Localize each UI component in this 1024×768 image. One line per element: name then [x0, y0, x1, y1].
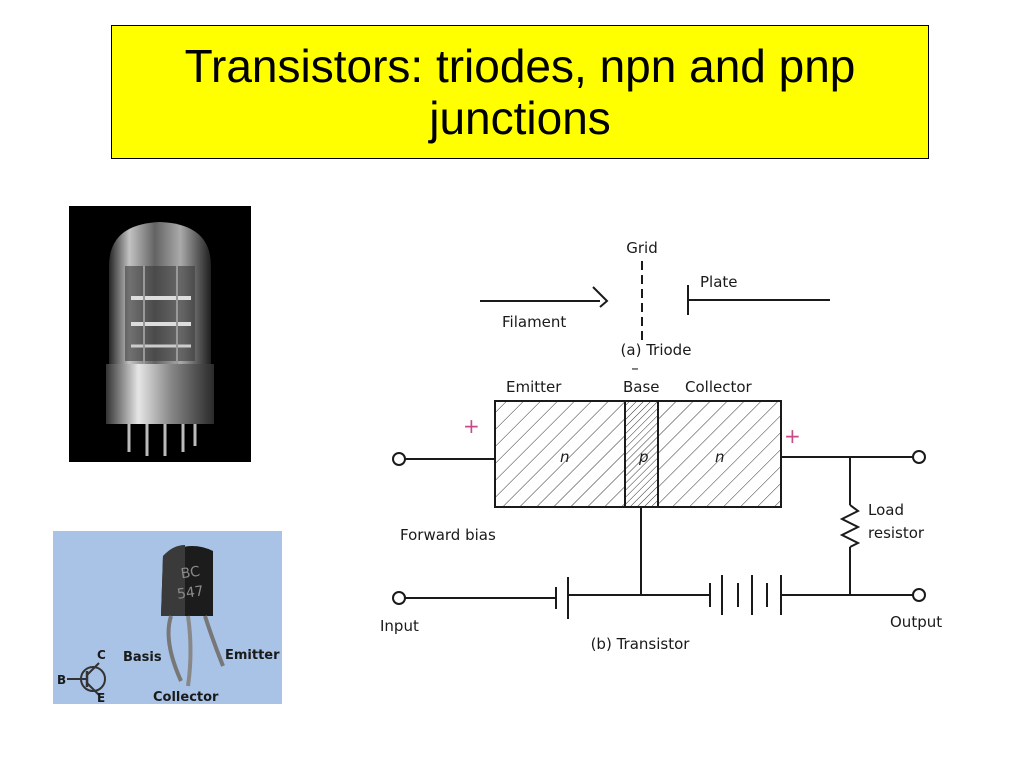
triode-caption: (a) Triode: [621, 341, 692, 359]
plus-sign-left: +: [463, 414, 480, 438]
symbol-c-label: C: [97, 648, 106, 662]
input-label: Input: [380, 617, 419, 635]
svg-text:547: 547: [176, 583, 205, 603]
load-resistor: [839, 504, 861, 548]
plus-sign-right: +: [784, 424, 801, 448]
base-region: [624, 400, 659, 508]
input-terminal: [392, 591, 406, 605]
slide-title-box: Transistors: triodes, npn and pnp juncti…: [111, 25, 929, 159]
basis-label: Basis: [123, 650, 162, 665]
transistor-outline: [494, 400, 782, 508]
transistor-caption: (b) Transistor: [591, 635, 691, 653]
circuit-diagram: Grid Plate Filament (a) Triode – Emitter…: [380, 239, 942, 653]
forward-bias-label: Forward bias: [400, 526, 496, 544]
region-n2-label: n: [715, 448, 725, 466]
resistor-label: resistor: [868, 524, 925, 542]
bc547-transistor-photo: BC 547 B C E Basis Emitter Collector: [53, 531, 282, 705]
svg-text:BC: BC: [180, 564, 201, 583]
filament-label: Filament: [502, 313, 566, 331]
grid-label: Grid: [626, 239, 657, 257]
output-label: Output: [890, 613, 942, 631]
plate-label: Plate: [700, 273, 738, 291]
region-n1-label: n: [560, 448, 570, 466]
triode-transistor-diagram: Grid Plate Filament (a) Triode – Emitter…: [360, 225, 960, 665]
vacuum-tube-icon: [106, 222, 214, 456]
bc547-transistor-icon: BC 547 B C E Basis Emitter Collector: [53, 531, 282, 705]
base-minus-sign: –: [631, 359, 639, 377]
filament-hook: [592, 286, 609, 308]
emitter-label: Emitter: [506, 378, 562, 396]
vacuum-tube-photo: [69, 206, 251, 462]
region-p-label: p: [638, 448, 649, 466]
right-top-terminal: [912, 450, 926, 464]
left-top-terminal: [392, 452, 406, 466]
collector-label: Collector: [685, 378, 753, 396]
load-label: Load: [868, 501, 904, 519]
output-terminal: [912, 588, 926, 602]
base-label: Base: [623, 378, 660, 396]
collector-label: Collector: [153, 690, 219, 704]
symbol-e-label: E: [97, 691, 105, 704]
symbol-b-label: B: [57, 673, 66, 687]
slide-title: Transistors: triodes, npn and pnp juncti…: [184, 40, 856, 144]
emitter-label: Emitter: [225, 648, 280, 663]
